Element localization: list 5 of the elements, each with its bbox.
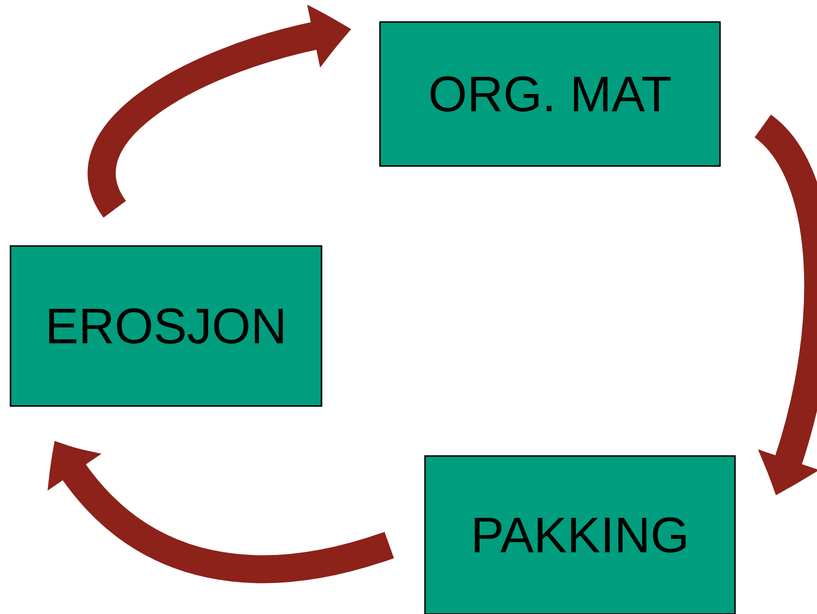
process-box: EROSJON	[10, 245, 322, 407]
curved-arrow	[753, 116, 817, 494]
process-box: PAKKING	[424, 455, 736, 614]
process-box: ORG. MAT	[379, 21, 721, 167]
curved-arrow	[48, 442, 394, 584]
